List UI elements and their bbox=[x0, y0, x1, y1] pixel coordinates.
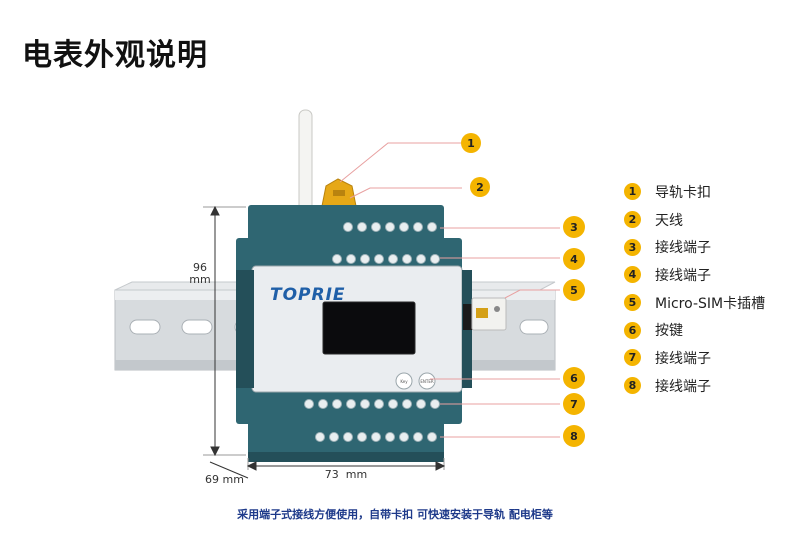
terminal-screw bbox=[318, 399, 328, 409]
key-button-right-label: ENTER bbox=[420, 379, 433, 384]
legend-badge: 2 bbox=[624, 211, 641, 229]
terminal-screw bbox=[385, 222, 395, 232]
terminal-screw bbox=[374, 254, 384, 264]
callout-4-num: 4 bbox=[570, 253, 578, 266]
terminal-screw bbox=[371, 432, 381, 442]
callout-8-num: 8 bbox=[570, 430, 578, 443]
legend-label-terminal: 接线端子 bbox=[655, 378, 711, 395]
terminal-screw bbox=[360, 254, 370, 264]
terminal-screw bbox=[371, 222, 381, 232]
legend-item: 2 天线 bbox=[624, 206, 765, 234]
terminal-screw bbox=[385, 432, 395, 442]
legend-item: 4 接线端子 bbox=[624, 261, 765, 289]
callout-5 bbox=[563, 279, 585, 301]
depth-dimension: 69 mm bbox=[205, 473, 244, 486]
legend-badge: 4 bbox=[624, 266, 641, 284]
key-button-left[interactable] bbox=[395, 372, 413, 390]
callout-4 bbox=[563, 248, 585, 270]
terminal-screw bbox=[413, 432, 423, 442]
legend-label-antenna: 天线 bbox=[655, 212, 683, 229]
terminal-screw bbox=[374, 399, 384, 409]
terminal-screw bbox=[315, 432, 325, 442]
legend-label-terminal: 接线端子 bbox=[655, 350, 711, 367]
terminal-screw bbox=[346, 399, 356, 409]
callout-6-num: 6 bbox=[570, 372, 578, 385]
terminal-screw bbox=[332, 399, 342, 409]
legend-badge: 7 bbox=[624, 349, 641, 367]
terminal-screw bbox=[329, 432, 339, 442]
leader-lines bbox=[339, 142, 560, 438]
terminal-screw bbox=[388, 254, 398, 264]
legend-item: 8 接线端子 bbox=[624, 372, 765, 400]
terminal-screw bbox=[346, 254, 356, 264]
terminal-screw bbox=[427, 432, 437, 442]
legend-item: 5 Micro-SIM卡插槽 bbox=[624, 289, 765, 317]
brand-logo: TOPRIE bbox=[270, 285, 346, 305]
key-button-left-label: Key bbox=[400, 379, 408, 384]
dimension-lines bbox=[203, 205, 446, 479]
legend-item: 6 按键 bbox=[624, 316, 765, 344]
terminal-screw bbox=[430, 254, 440, 264]
callout-7-num: 7 bbox=[570, 398, 578, 411]
callout-6 bbox=[563, 367, 585, 389]
legend-badge: 8 bbox=[624, 377, 641, 395]
terminal-screw bbox=[416, 254, 426, 264]
height-dimension-unit: mm bbox=[189, 273, 210, 286]
terminal-screw bbox=[399, 432, 409, 442]
key-button-right[interactable] bbox=[418, 372, 436, 390]
terminal-rows bbox=[304, 222, 440, 442]
legend-badge: 3 bbox=[624, 238, 641, 256]
terminal-screw bbox=[416, 399, 426, 409]
terminal-screw bbox=[357, 222, 367, 232]
sim-slot bbox=[463, 297, 507, 331]
callout-2 bbox=[470, 177, 490, 197]
legend-item: 3 接线端子 bbox=[624, 233, 765, 261]
height-dimension-value: 96 bbox=[193, 261, 207, 274]
callout-3-num: 3 bbox=[570, 221, 578, 234]
legend-badge: 6 bbox=[624, 321, 641, 339]
terminal-screw bbox=[304, 399, 314, 409]
callout-1-num: 1 bbox=[467, 137, 475, 150]
terminal-screw bbox=[332, 254, 342, 264]
legend-label-keys: 按键 bbox=[655, 323, 683, 340]
callout-5-num: 5 bbox=[570, 284, 578, 297]
lcd-display bbox=[322, 301, 416, 355]
page-title: 电表外观说明 bbox=[22, 38, 208, 73]
callout-7 bbox=[563, 393, 585, 415]
terminal-screw bbox=[402, 399, 412, 409]
terminal-screw bbox=[343, 222, 353, 232]
terminal-screw bbox=[357, 432, 367, 442]
caption: 采用端子式接线方便使用，自带卡扣 可快速安装于导轨 配电柜等 bbox=[237, 508, 553, 521]
callout-1 bbox=[461, 133, 481, 153]
legend-item: 7 接线端子 bbox=[624, 344, 765, 372]
legend-label-sim-slot: Micro-SIM卡插槽 bbox=[655, 295, 766, 312]
terminal-screw bbox=[427, 222, 437, 232]
terminal-screw bbox=[413, 222, 423, 232]
callout-8 bbox=[563, 425, 585, 447]
width-dimension: 73 mm bbox=[325, 468, 367, 481]
key-buttons: Key ENTER bbox=[395, 372, 436, 390]
terminal-screw bbox=[388, 399, 398, 409]
legend-label-terminal: 接线端子 bbox=[655, 240, 711, 257]
terminal-screw bbox=[360, 399, 370, 409]
terminal-screw bbox=[399, 222, 409, 232]
legend-badge: 5 bbox=[624, 294, 641, 312]
legend-label-rail-clip: 导轨卡扣 bbox=[655, 184, 711, 201]
legend-item: 1 导轨卡扣 bbox=[624, 178, 765, 206]
terminal-screw bbox=[430, 399, 440, 409]
callout-badges: 1 2 3 4 5 6 7 8 bbox=[461, 133, 585, 447]
legend-label-terminal: 接线端子 bbox=[655, 267, 711, 284]
terminal-screw bbox=[402, 254, 412, 264]
legend-badge: 1 bbox=[624, 183, 641, 201]
terminal-screw bbox=[343, 432, 353, 442]
callout-3 bbox=[563, 216, 585, 238]
rail-clip bbox=[321, 178, 357, 207]
callout-2-num: 2 bbox=[476, 181, 484, 194]
feature-legend: 1 导轨卡扣 2 天线 3 接线端子 4 接线端子 5 Micro-SIM卡插槽… bbox=[624, 178, 765, 400]
